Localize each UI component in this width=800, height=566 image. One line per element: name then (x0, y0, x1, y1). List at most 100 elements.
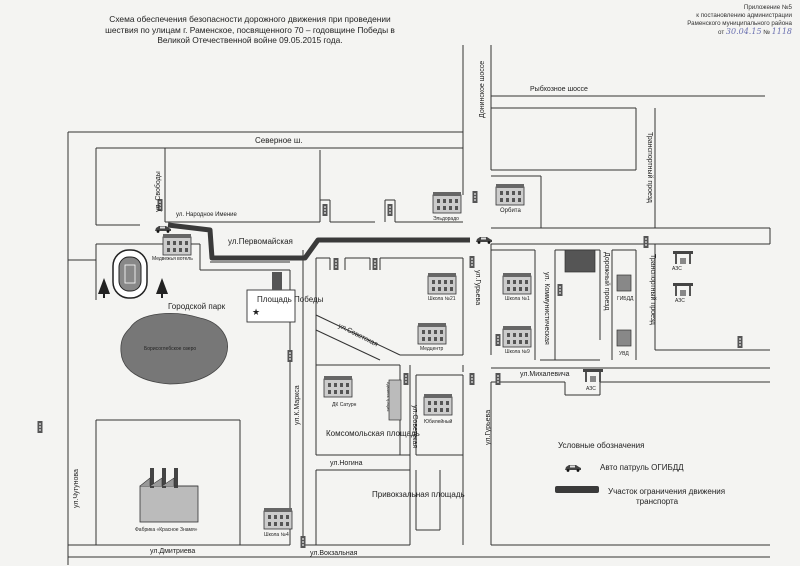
label-eldorado: Эльдорадо (433, 216, 459, 222)
label-azs-2: АЗС (675, 298, 685, 304)
label-victory-square: Площадь Победы (257, 295, 324, 304)
street-dorozhny: Дорожный проезд (603, 252, 611, 310)
traffic-light-icon (403, 373, 409, 385)
label-azs-1: АЗС (672, 266, 682, 272)
traffic-light-icon (469, 373, 475, 385)
legend: Условные обозначения Авто патруль ОГИБДД… (555, 441, 725, 506)
street-dmitrieva: ул.Дмитриева (150, 548, 195, 555)
victory-square-box (246, 289, 296, 323)
street-svobody: ул. Свободы (154, 171, 162, 212)
star-icon: ★ (252, 307, 260, 317)
street-guryeva-bottom: ул.Гурьева (485, 410, 492, 445)
appendix-line-1: Приложение №5 (743, 4, 792, 11)
label-school-9: Школа №9 (505, 349, 530, 355)
borisoglebsk-lake (120, 313, 228, 385)
label-lake: Борисоглебское озеро (144, 346, 196, 352)
street-chugunova: ул.Чугунова (73, 469, 80, 508)
police-car-icon (476, 237, 492, 244)
label-komsomolskaya: Комсомольская площадь (326, 429, 420, 438)
traffic-light-icon (300, 536, 306, 548)
traffic-light-icon (737, 336, 743, 348)
street-k-marksa: ул.К.Маркса (294, 385, 301, 425)
traffic-light-icon (372, 258, 378, 270)
street-pervomayskaya: ул.Первомайская (228, 237, 293, 246)
label-medcenter: Медцентр (420, 346, 443, 352)
appendix-line-3: Раменского муниципального района (687, 20, 792, 27)
traffic-light-icon (469, 256, 475, 268)
traffic-light-icon (643, 236, 649, 248)
number-prefix: № (763, 29, 770, 36)
appendix-line-4: от 30.04.15 № 1118 (652, 28, 792, 37)
traffic-light-icon (495, 373, 501, 385)
road-network (67, 45, 771, 565)
street-transport-right: Транспортный проезд (649, 254, 657, 325)
map-title: Схема обеспечения безопасности дорожного… (85, 14, 415, 46)
title-line-1: Схема обеспечения безопасности дорожного… (109, 14, 391, 24)
label-privokzalnaya: Привокзальная площадь (372, 490, 465, 499)
label-yubileyny: Юбилейный (424, 418, 453, 425)
label-school-21: Школа №21 (428, 296, 456, 302)
street-transport-top: Транспортный проезд (646, 132, 654, 203)
street-severnoe: Северное ш. (255, 136, 302, 145)
traffic-light-icon (333, 258, 339, 270)
label-school-1: Школа №1 (505, 296, 530, 302)
label-uvd: УВД (619, 351, 629, 357)
traffic-light-icon (557, 284, 563, 296)
factory-krasnoe-znamya (139, 468, 199, 523)
building-uvd (616, 329, 632, 347)
gas-station-icon (673, 251, 693, 264)
label-orbita: Орбита (500, 208, 521, 214)
label-gorodskoy-park: Городской парк (168, 302, 226, 311)
traffic-light-icon (472, 191, 478, 203)
label-administration: Администрация (386, 382, 391, 411)
legend-police-car-icon (565, 465, 581, 472)
handwritten-number: 1118 (771, 27, 792, 36)
street-donino: Донинское шоссе (479, 61, 486, 118)
handwritten-date: 30.04.15 (725, 27, 762, 36)
building-medcenter (417, 322, 447, 345)
traffic-light-icon (322, 204, 328, 216)
label-school-4: Школа №4 (264, 532, 289, 538)
restricted-route (167, 222, 470, 261)
stadium (112, 249, 148, 299)
building-school-1 (502, 272, 532, 295)
appendix-line-2: к постановлению администрации (696, 12, 792, 19)
building-orbita (495, 183, 525, 206)
building-school-4 (263, 507, 293, 530)
building-administration (388, 379, 402, 421)
legend-patrol-label: Авто патруль ОГИБДД (600, 463, 684, 472)
gas-station-icon (583, 369, 603, 382)
label-factory: Фабрика «Красное Знамя» (135, 527, 198, 533)
label-dk-saturn: ДК Сатурн (332, 402, 357, 408)
title-line-3: Великой Отечественной войне 09.05.2015 г… (157, 35, 343, 45)
traffic-light-icon (287, 350, 293, 362)
title-line-2: шествия по улицам г. Раменское, посвящен… (105, 24, 395, 35)
building-eldorado (432, 191, 462, 214)
dark-block (564, 249, 596, 273)
street-nogina: ул.Ногина (330, 460, 363, 467)
tree-icon (98, 278, 110, 298)
label-azs-3: АЗС (586, 386, 596, 392)
building-school-9 (502, 325, 532, 348)
gas-station-icon (673, 283, 693, 296)
legend-title: Условные обозначения (558, 441, 644, 450)
tree-icon (156, 278, 168, 298)
traffic-light-icon (37, 421, 43, 433)
appendix-note: Приложение №5 к постановлению администра… (652, 4, 792, 37)
label-medvezhy: Медвежья вотель (152, 256, 193, 262)
building-gibdd (616, 274, 632, 292)
street-guryeva-top: ул.Гурьева (474, 270, 481, 305)
building-dk-saturn (323, 375, 353, 398)
street-mikhalevicha: ул.Михалевича (520, 371, 570, 378)
street-narodnoe: ул. Народное Имение (176, 212, 238, 218)
building-school-21 (427, 272, 457, 295)
street-vokzalnaya: ул.Вокзальная (310, 550, 358, 557)
building-medvezhy (162, 233, 192, 256)
street-sovetskaya-diagonal: ул.Советская (337, 323, 379, 349)
label-gibdd: ГИБДД (617, 296, 634, 302)
traffic-light-icon (495, 334, 501, 346)
building-yubileyny (423, 393, 453, 416)
street-rybkhoznoe: Рыбхозное шоссе (530, 85, 588, 93)
